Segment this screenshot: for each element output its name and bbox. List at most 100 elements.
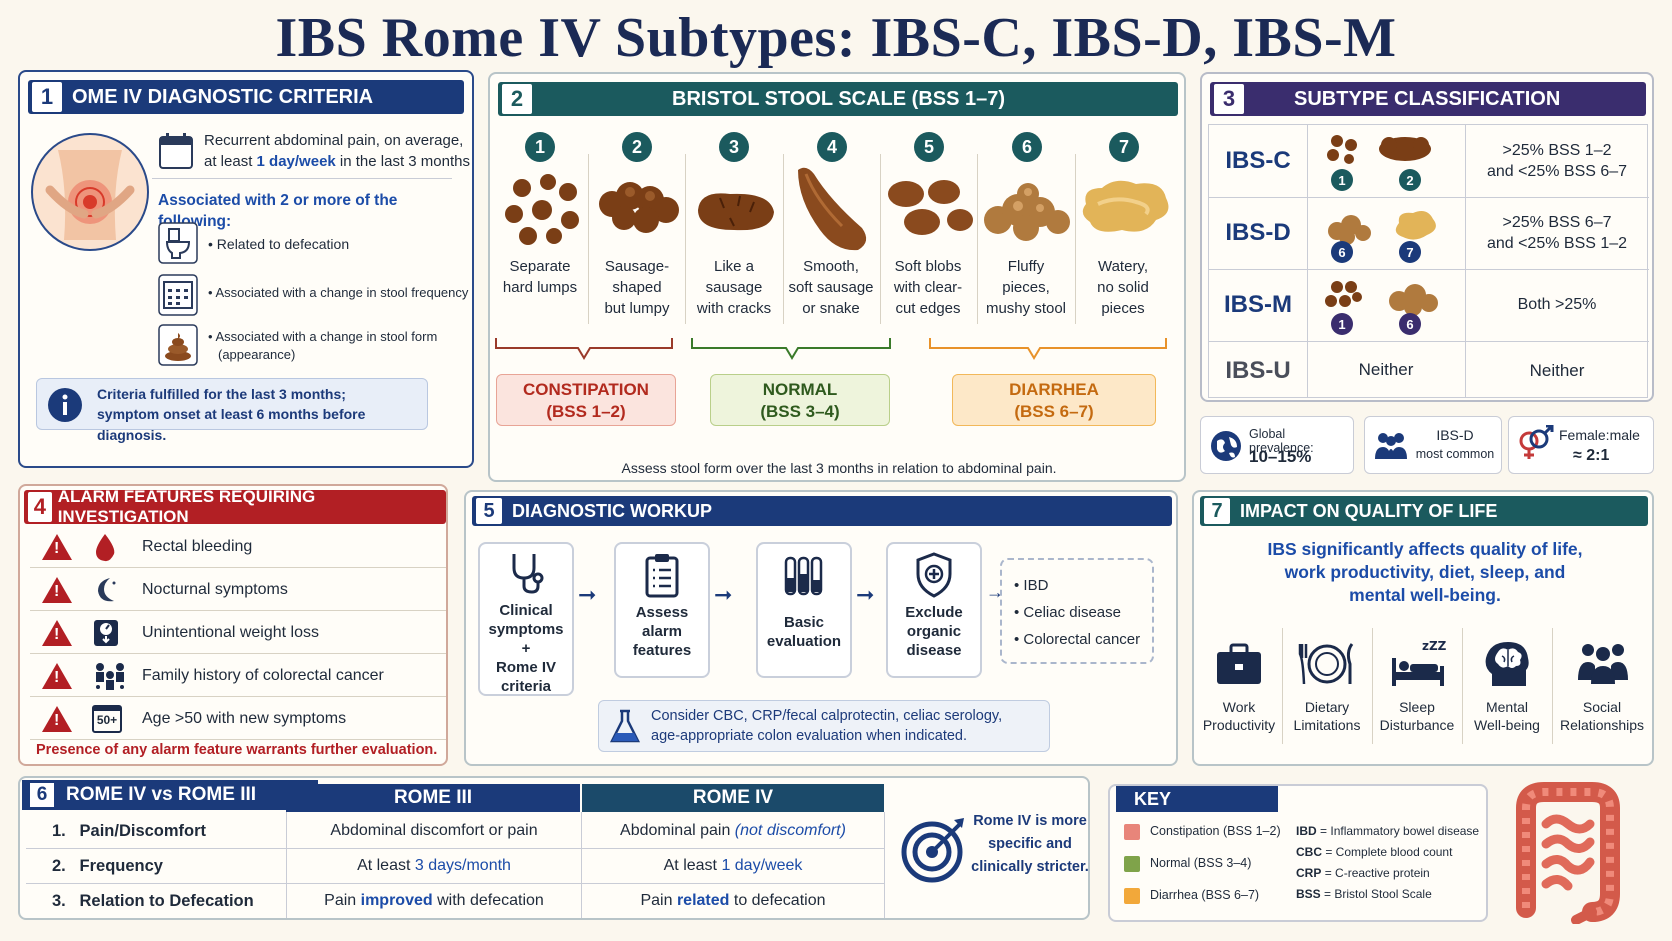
ibs-d-desc-1: >25% BSS 6–7 [1502, 214, 1612, 231]
family-icon [96, 662, 124, 690]
ibs-d-icon-b: 7 [1399, 241, 1421, 263]
panel-6-header: 6 ROME IV vs ROME III [22, 780, 318, 810]
workup-note: Consider CBC, CRP/fecal calprotectin, ce… [598, 700, 1050, 752]
item-stool-frequency: • Associated with a change in stool freq… [208, 285, 469, 300]
abdomen-pain-icon [31, 133, 149, 251]
item-2-text: Associated with a change in stool freque… [215, 285, 469, 300]
bss-1-number: 1 [525, 132, 555, 162]
panel-3-number: 3 [1214, 84, 1244, 114]
workup-note-line-1: Consider CBC, CRP/fecal calprotectin, ce… [651, 708, 1003, 724]
panel-key: KEY Constipation (BSS 1–2) Normal (BSS 3… [1108, 784, 1488, 922]
stat-2-value: most common [1415, 447, 1495, 461]
key-diarrhea: Diarrhea (BSS 6–7) [1150, 888, 1260, 902]
classification-grid: IBS-C IBS-D IBS-M IBS-U 1 2 6 7 1 6 Neit… [1208, 124, 1649, 398]
warning-icon: ! [42, 576, 72, 603]
row-frequency-label: 2. Frequency [52, 857, 163, 875]
abbrev-3-value: = C-reactive protein [1324, 866, 1430, 880]
stethoscope-icon [512, 554, 544, 594]
panel-5-title: DIAGNOSTIC WORKUP [512, 500, 712, 521]
shield-icon [916, 552, 952, 598]
ibs-c-desc-1: >25% BSS 1–2 [1502, 142, 1612, 159]
bss-1-label: Separate hard lumps [494, 256, 586, 298]
rome-iii-relation: Pain improved with defecation [286, 892, 582, 910]
abbrev-1-key: IBD [1296, 824, 1317, 838]
stool-pile-icon [158, 324, 198, 366]
arrow-icon: ➞ [578, 582, 597, 607]
assoc-title: Associated with 2 or more of the followi… [158, 192, 398, 230]
bss-4-line-2: soft sausage [788, 279, 874, 296]
stat-female-male: Female:male ≈ 2:1 [1508, 416, 1654, 474]
ibs-m-icon-a: 1 [1331, 313, 1353, 335]
exclusion-celiac: • Celiac disease [1014, 604, 1121, 621]
alarm-age-50: ! 50+ Age >50 with new symptoms [30, 698, 446, 740]
panel-5-number: 5 [476, 498, 502, 524]
stool-type-2-icon [599, 182, 679, 233]
panel-5-header: 5 DIAGNOSTIC WORKUP [472, 496, 1172, 526]
bss-1-line-1: Separate [509, 258, 571, 275]
step-4-line-2: organic [906, 623, 962, 640]
panel-1-title: OME IV DIAGNOSTIC CRITERIA [72, 85, 374, 108]
bss-6-line-3: mushy stool [985, 300, 1067, 317]
stat-global-prevalence: Global prevalence: 10–15% [1200, 416, 1354, 474]
rome-iv-pain-pre: Abdominal pain [620, 822, 735, 839]
plate-icon [1298, 643, 1354, 685]
swatch-constipation [1124, 824, 1140, 840]
bed-icon: zZZ [1392, 639, 1447, 686]
rome-iv-pain: Abdominal pain (not discomfort) [582, 822, 884, 840]
stat-ibs-d-common: IBS-D most common [1364, 416, 1502, 474]
qol-2-line-2: Limitations [1293, 717, 1361, 733]
rome-iii-freq-pre: At least [357, 857, 415, 874]
age-calendar-icon: 50+ [92, 704, 122, 733]
stat-1-value: 10–15% [1249, 447, 1312, 466]
ibs-c-desc-2: and <25% BSS 6–7 [1486, 163, 1628, 180]
qol-line-3: mental well-being. [1349, 585, 1501, 605]
panel-2-header: 2 BRISTOL STOOL SCALE (BSS 1–7) [498, 82, 1178, 116]
ibs-m-icon-b: 6 [1399, 313, 1421, 335]
diarrhea-range: (BSS 6–7) [1014, 402, 1094, 421]
stat-3-value: ≈ 2:1 [1573, 447, 1610, 464]
test-tubes-icon [784, 556, 823, 596]
panel-3-title: SUBTYPE CLASSIFICATION [1294, 87, 1561, 110]
panel-3-header: 3 SUBTYPE CLASSIFICATION [1210, 82, 1646, 116]
stool-type-7-icon [1082, 180, 1169, 232]
rome-iii-rel-hl: improved [360, 892, 433, 909]
divider [880, 154, 881, 324]
rome-note-line-2: specific and [988, 836, 1072, 852]
alarm-3-text: Unintentional weight loss [142, 623, 319, 641]
rome-iv-pain-hl: (not discomfort) [734, 822, 846, 839]
divider [977, 154, 978, 324]
constipation-range: (BSS 1–2) [546, 402, 626, 421]
people-group-icon [1375, 433, 1407, 459]
note-line-2: symptom onset at least 6 months before d… [97, 406, 366, 443]
step-3-line-1: Basic [783, 614, 825, 631]
panel-6-number: 6 [30, 783, 54, 807]
alarm-footer: Presence of any alarm feature warrants f… [36, 742, 438, 758]
divider [588, 154, 589, 324]
arrow-icon: → [986, 582, 1004, 602]
rome-note: Rome IV is more specific and clinically … [970, 810, 1089, 879]
bss-5-number: 5 [914, 132, 944, 162]
arrow-icon: ➞ [714, 582, 733, 607]
divider [286, 812, 287, 918]
toilet-icon [158, 222, 198, 264]
criteria-line-2-post: in the last 3 months [335, 153, 470, 170]
target-icon [901, 818, 964, 883]
bss-7-line-1: Watery, [1097, 258, 1148, 275]
panel-alarm-features: 4 ALARM FEATURES REQUIRING INVESTIGATION… [18, 484, 448, 766]
col-rome-iv-header: ROME IV [582, 784, 884, 812]
bss-1-line-2: hard lumps [502, 279, 578, 296]
qol-line-2: work productivity, diet, sleep, and [1194, 561, 1652, 584]
item-3-text: Associated with a change in stool form [215, 329, 438, 344]
rome-note-line-3: clinically stricter. [971, 859, 1089, 875]
calendar-icon [159, 133, 193, 169]
divider [1307, 125, 1308, 397]
page-title: IBS Rome IV Subtypes: IBS-C, IBS-D, IBS-… [275, 7, 1397, 69]
step-2-line-1: Assess [635, 604, 689, 621]
bss-4-number: 4 [817, 132, 847, 162]
